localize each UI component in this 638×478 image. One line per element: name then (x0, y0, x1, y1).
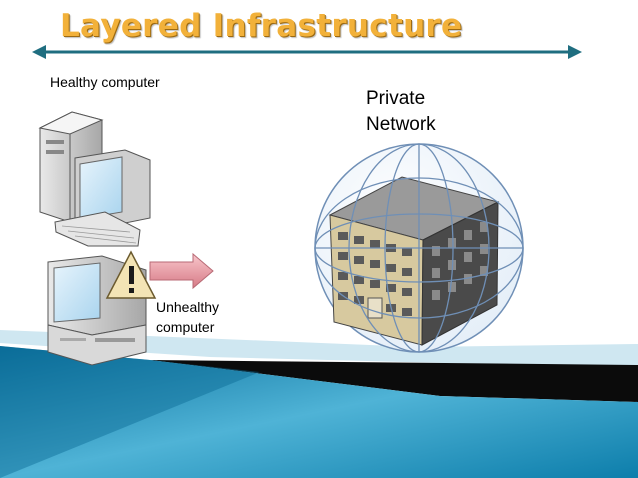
slide-title: Layered Infrastructure (60, 8, 463, 44)
globe-grid (314, 143, 524, 353)
healthy-computer-label: Healthy computer (50, 74, 160, 90)
private-network-label-line2: Network (366, 114, 436, 135)
unhealthy-computer-label-line2: computer (156, 319, 215, 335)
unhealthy-computer-label: Unhealthy computer (156, 297, 246, 337)
unhealthy-computer-label-line1: Unhealthy (156, 299, 220, 315)
title-divider (32, 45, 582, 59)
footer-band (0, 325, 638, 478)
right-arrow-icon (149, 252, 214, 290)
warning-icon (105, 250, 157, 299)
healthy-computer-icon (38, 111, 151, 247)
unhealthy-computer-icon (47, 255, 147, 366)
private-network-label-line1: Private (366, 88, 426, 109)
private-network-label: Private Network (366, 86, 476, 138)
